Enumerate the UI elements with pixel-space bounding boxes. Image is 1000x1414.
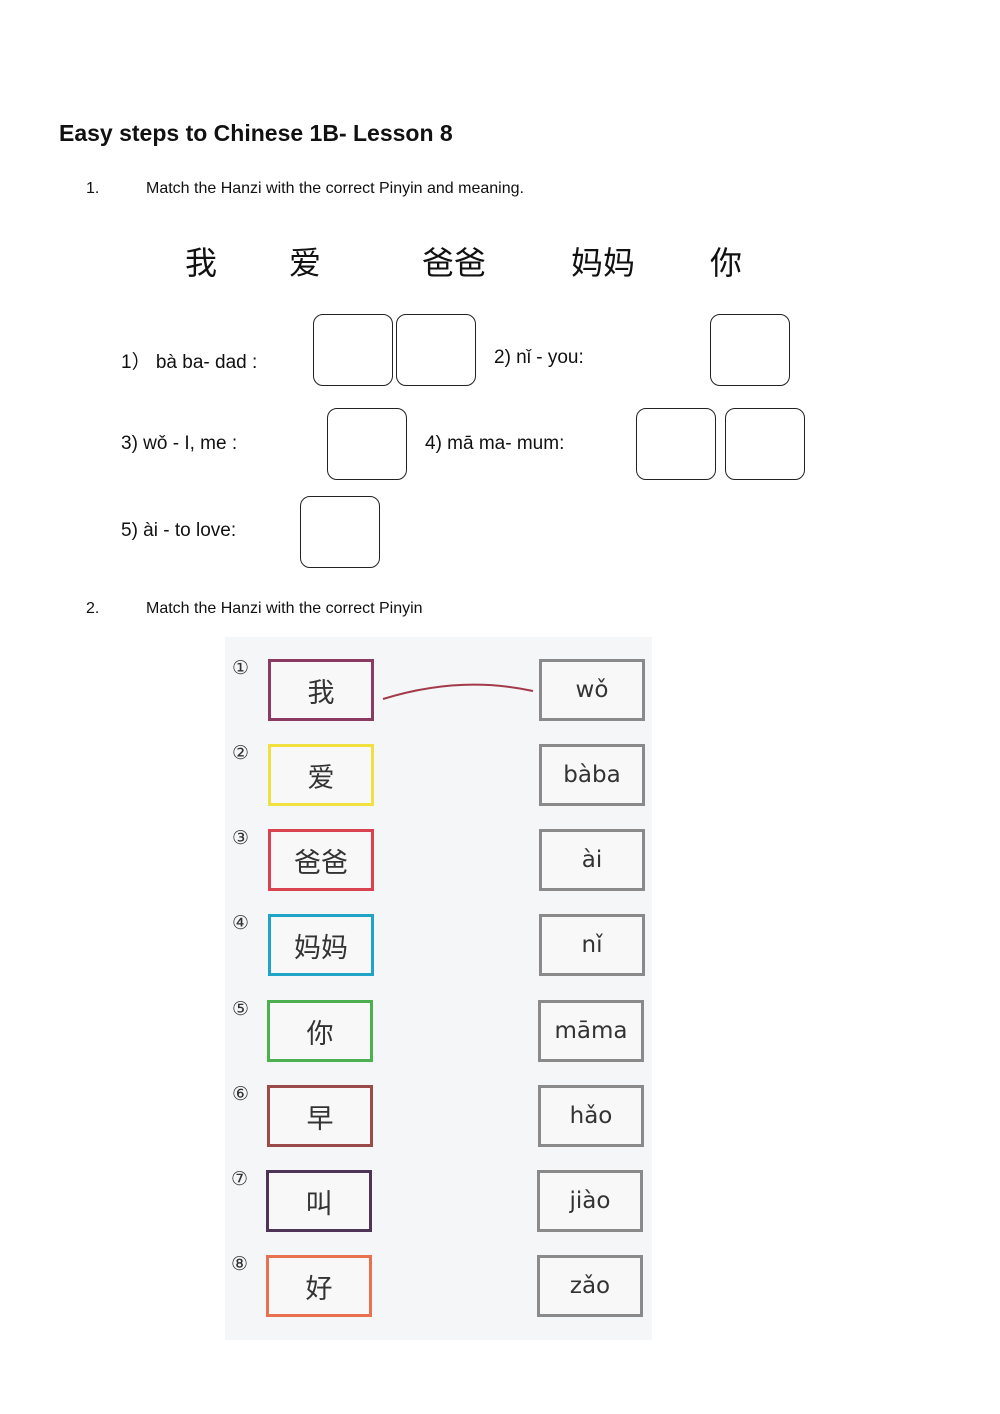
hanzi-card-wo[interactable]: 我 [268, 659, 374, 721]
row-number-6: ⑥ [232, 1083, 250, 1105]
hanzi-card-ni[interactable]: 你 [267, 1000, 373, 1062]
row-number-1: ① [232, 657, 250, 679]
answer-box-wo[interactable] [327, 408, 407, 480]
hanzi-bank-ni: 你 [710, 244, 743, 282]
hanzi-bank-wo: 我 [185, 244, 218, 282]
pinyin-card-ai[interactable]: ài [539, 829, 645, 891]
pinyin-card-hao[interactable]: hǎo [538, 1085, 644, 1147]
answer-box-ai[interactable] [300, 496, 380, 568]
hanzi-card-jiao[interactable]: 叫 [266, 1170, 372, 1232]
pinyin-card-ni[interactable]: nǐ [539, 914, 645, 976]
row-number-4: ④ [232, 912, 250, 934]
pinyin-card-mama[interactable]: māma [538, 1000, 644, 1062]
answer-box-baba-2[interactable] [396, 314, 476, 386]
pinyin-card-baba[interactable]: bàba [539, 744, 645, 806]
question-1-instruction: Match the Hanzi with the correct Pinyin … [146, 180, 524, 197]
answer-box-ni[interactable] [710, 314, 790, 386]
row-number-3: ③ [232, 827, 250, 849]
example-match-line [382, 683, 534, 700]
row-number-5: ⑤ [232, 998, 250, 1020]
row-number-8: ⑧ [231, 1253, 249, 1275]
prompt-ai-love: 5) ài - to love: [121, 520, 237, 541]
prompt-mama-mum: 4) mā ma- mum: [425, 433, 565, 454]
hanzi-card-hao[interactable]: 好 [266, 1255, 372, 1317]
hanzi-card-baba[interactable]: 爸爸 [268, 829, 374, 891]
answer-box-mama-2[interactable] [725, 408, 805, 480]
hanzi-card-mama[interactable]: 妈妈 [268, 914, 374, 976]
page-title: Easy steps to Chinese 1B- Lesson 8 [59, 120, 453, 146]
hanzi-bank-mama: 妈妈 [571, 244, 636, 282]
pinyin-card-wo[interactable]: wǒ [539, 659, 645, 721]
prompt-ni-you: 2) nǐ - you: [494, 347, 584, 368]
hanzi-card-ai[interactable]: 爱 [268, 744, 374, 806]
hanzi-bank-baba: 爸爸 [422, 244, 487, 282]
row-number-7: ⑦ [231, 1168, 249, 1190]
matching-exercise-panel: ① 我 wǒ ② 爱 bàba ③ 爸爸 ài ④ 妈妈 nǐ ⑤ 你 māma… [225, 637, 652, 1340]
question-2-number: 2. [86, 600, 100, 617]
answer-box-baba-1[interactable] [313, 314, 393, 386]
question-1-number: 1. [86, 180, 100, 197]
pinyin-card-zao[interactable]: zǎo [537, 1255, 643, 1317]
prompt-wo-me: 3) wǒ - I, me : [121, 433, 238, 454]
prompt-baba-dad: 1） bà ba- dad : [121, 352, 258, 373]
question-2-instruction: Match the Hanzi with the correct Pinyin [146, 600, 423, 617]
answer-box-mama-1[interactable] [636, 408, 716, 480]
pinyin-card-jiao[interactable]: jiào [537, 1170, 643, 1232]
row-number-2: ② [232, 742, 250, 764]
hanzi-card-zao[interactable]: 早 [267, 1085, 373, 1147]
hanzi-bank-ai: 爱 [289, 244, 322, 282]
